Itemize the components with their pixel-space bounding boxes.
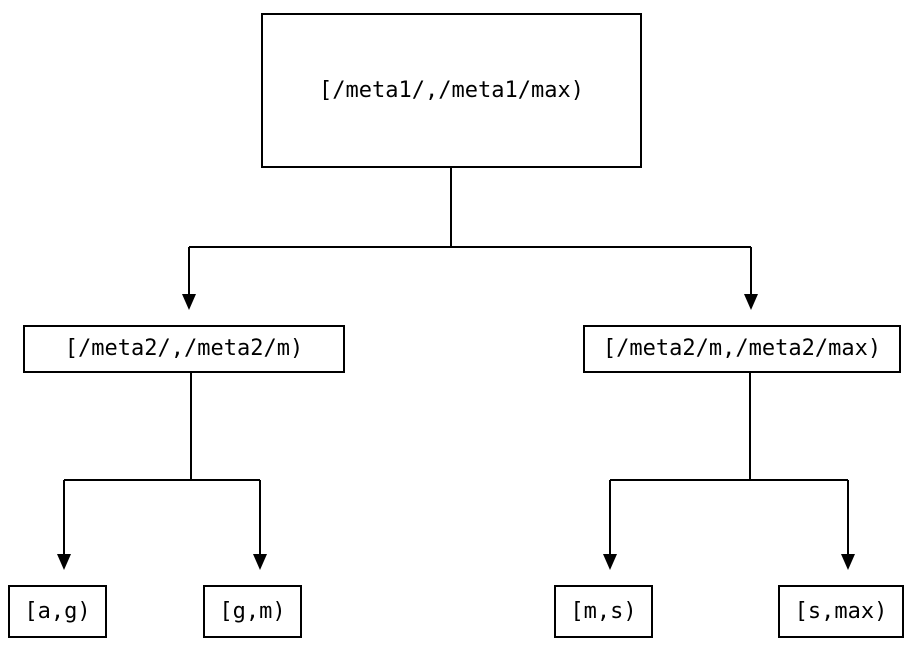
node-root: [/meta1/,/meta1/max) [261, 13, 642, 168]
node-root-label: [/meta1/,/meta1/max) [319, 77, 584, 103]
arrowhead-down-icon [603, 554, 617, 570]
node-leaf-m-s-label: [m,s) [570, 598, 637, 624]
node-leaf-g-m: [g,m) [203, 585, 302, 638]
node-right-subrange-label: [/meta2/m,/meta2/max) [602, 336, 882, 361]
arrowhead-down-icon [841, 554, 855, 570]
node-leaf-s-max: [s,max) [778, 585, 904, 638]
arrowhead-down-icon [744, 294, 758, 310]
node-leaf-a-g: [a,g) [8, 585, 107, 638]
edge-root-to-middle [188, 168, 752, 295]
node-leaf-m-s: [m,s) [554, 585, 653, 638]
node-right-subrange: [/meta2/m,/meta2/max) [583, 325, 901, 373]
arrowhead-down-icon [253, 554, 267, 570]
node-leaf-s-max-label: [s,max) [794, 598, 888, 624]
node-leaf-a-g-label: [a,g) [24, 598, 91, 624]
edge-right-to-leaves [609, 373, 849, 555]
arrowhead-down-icon [57, 554, 71, 570]
arrowhead-down-icon [182, 294, 196, 310]
node-left-subrange: [/meta2/,/meta2/m) [23, 325, 345, 373]
edge-left-to-leaves [63, 373, 261, 555]
node-left-subrange-label: [/meta2/,/meta2/m) [64, 336, 304, 361]
node-leaf-g-m-label: [g,m) [219, 598, 286, 624]
